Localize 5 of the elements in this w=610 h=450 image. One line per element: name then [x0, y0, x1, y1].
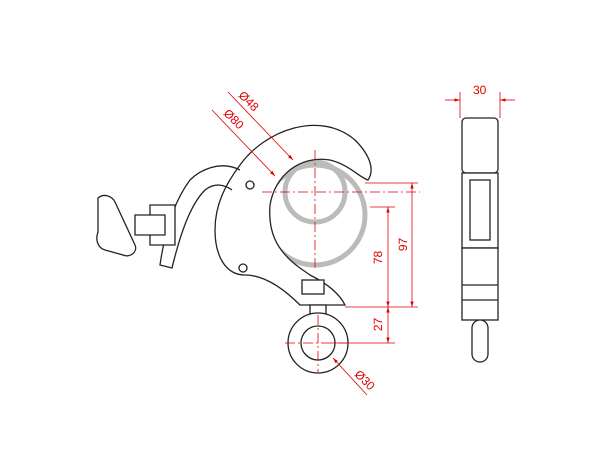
dimension-label: 30	[473, 84, 486, 97]
dimension-label: Ø30	[352, 368, 377, 394]
dimension-label: 78	[372, 250, 386, 264]
dimension-label: 27	[372, 318, 386, 332]
dimension-label: 97	[397, 238, 410, 252]
